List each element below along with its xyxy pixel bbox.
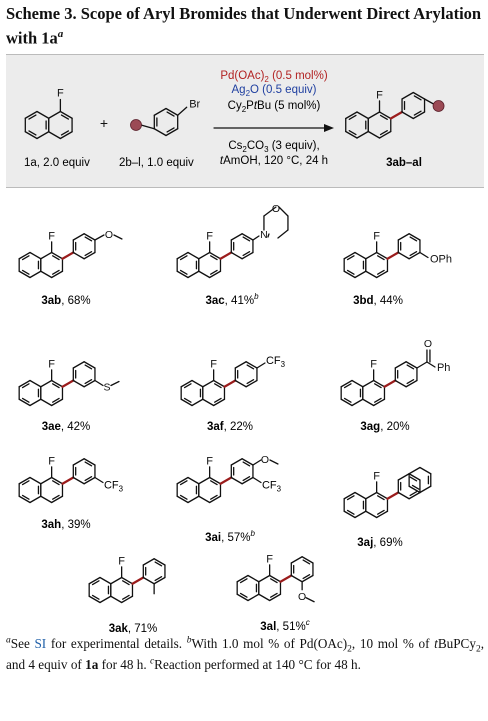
oxygen-label: O — [424, 338, 432, 350]
si-link[interactable]: SI — [34, 636, 47, 651]
compound-label: 3ag, 20% — [360, 421, 409, 433]
condition-base: Cs2CO3 (3 equiv), — [228, 140, 319, 154]
fluoro-label: F — [118, 556, 125, 568]
fluoro-label: F — [373, 471, 380, 483]
product-3ab: F O 3ab, 68% — [18, 229, 123, 307]
compound-label: 3ac, 41%b — [205, 292, 259, 307]
fluoro-label: F — [266, 554, 273, 566]
scheme-label: Scheme 3. — [6, 4, 77, 23]
compound-label: 3ah, 39% — [41, 519, 90, 531]
fluoro-label: F — [370, 359, 377, 371]
footnotes: aSee SI for experimental details. bWith … — [6, 633, 484, 675]
product-3ah: F CF3 3ah, 39% — [18, 456, 124, 531]
footnote-a-post: for experimental details. — [46, 636, 183, 651]
oxygen-label: O — [298, 591, 306, 603]
footnote-b-text: With 1.0 mol % of Pd(OAc)2, 10 mol % of … — [6, 636, 484, 672]
compound-label: 3ak, 71% — [109, 623, 158, 635]
product-3ak: F 3ak, 71% — [88, 556, 166, 635]
footnote-a-pre: See — [10, 636, 35, 651]
fluoro-label: F — [376, 90, 383, 102]
compound-label: 3bd, 44% — [353, 295, 403, 307]
footnote-b-mark: b — [186, 635, 192, 646]
compound-label: 3al, 51%c — [260, 618, 309, 633]
fluoro-label: F — [206, 231, 213, 243]
trifluoromethyl-label: CF3 — [266, 355, 286, 369]
product-3bd: F OPh 3bd, 44% — [343, 231, 452, 307]
trifluoromethyl-label: CF3 — [104, 480, 124, 494]
condition-solvent: tAmOH, 120 °C, 24 h — [220, 155, 328, 167]
footnote-c-text: Reaction performed at 140 °C for 48 h. — [154, 657, 361, 672]
oxygen-label: O — [261, 454, 269, 466]
footnote-c-mark: c — [149, 656, 155, 667]
scheme-title: Scheme 3. Scope of Aryl Bromides that Un… — [6, 3, 484, 49]
oxygen-label: O — [272, 203, 280, 215]
compound-label: 3ab, 68% — [41, 295, 90, 307]
reaction-arrow-head — [324, 124, 334, 132]
reaction-scheme: F 1a, 2.0 equiv + Br 2b–l, 1.0 equiv Pd(OAc)2… — [24, 70, 445, 169]
title-footnote-mark: a — [57, 28, 64, 40]
condition-ligand: Cy2PtBu (5 mol%) — [228, 100, 321, 114]
fluoro-label: F — [206, 456, 213, 468]
fluoro-label: F — [210, 359, 217, 371]
compound-label: 3ai, 57%b — [205, 529, 255, 544]
compound-label: 3aj, 69% — [357, 537, 402, 549]
product-3ae: F S 3ae, 42% — [18, 359, 120, 433]
substituent-bead — [432, 100, 445, 112]
product-3ai: F O CF3 3ai, 57%b — [176, 454, 282, 544]
fluoro-label: F — [57, 88, 64, 100]
compound-label: 3ae, 42% — [42, 421, 91, 433]
product-label: 3ab–al — [386, 157, 422, 169]
product-3al: F O 3al, 51%c — [236, 554, 315, 633]
fluoro-label: F — [48, 456, 55, 468]
reagent-2-label: 2b–l, 1.0 equiv — [119, 157, 194, 169]
compound-label: 3af, 22% — [207, 421, 253, 433]
oxygen-label: O — [105, 229, 113, 241]
product-3ag: F O Ph 3ag, 20% — [340, 338, 450, 433]
product-3af: F CF3 3af, 22% — [180, 355, 286, 433]
phenyl-label: Ph — [437, 362, 450, 374]
fluoro-label: F — [373, 231, 380, 243]
product-3ac: F N O 3ac, 41%b — [176, 203, 289, 307]
reaction-scheme-box — [6, 54, 484, 188]
condition-ag: Ag2O (0.5 equiv) — [231, 84, 316, 98]
fluoro-label: F — [48, 359, 55, 371]
fluoro-label: F — [48, 231, 55, 243]
nitrogen-label: N — [260, 229, 268, 241]
condition-pd: Pd(OAc)2 (0.5 mol%) — [220, 70, 328, 84]
footnote-a-mark: a — [6, 635, 11, 646]
trifluoromethyl-label: CF3 — [262, 480, 282, 494]
reagent-1a-label: 1a, 2.0 equiv — [24, 157, 90, 169]
scheme-title-text: Scope of Aryl Bromides that Underwent Di… — [6, 4, 482, 48]
product-3aj: F 3aj, 69% — [343, 466, 432, 549]
sulfur-label: S — [103, 382, 110, 394]
substituent-bead — [130, 119, 142, 131]
ophenyl-label: OPh — [430, 254, 452, 266]
bromo-label: Br — [189, 98, 200, 110]
plus-sign: + — [100, 115, 108, 131]
